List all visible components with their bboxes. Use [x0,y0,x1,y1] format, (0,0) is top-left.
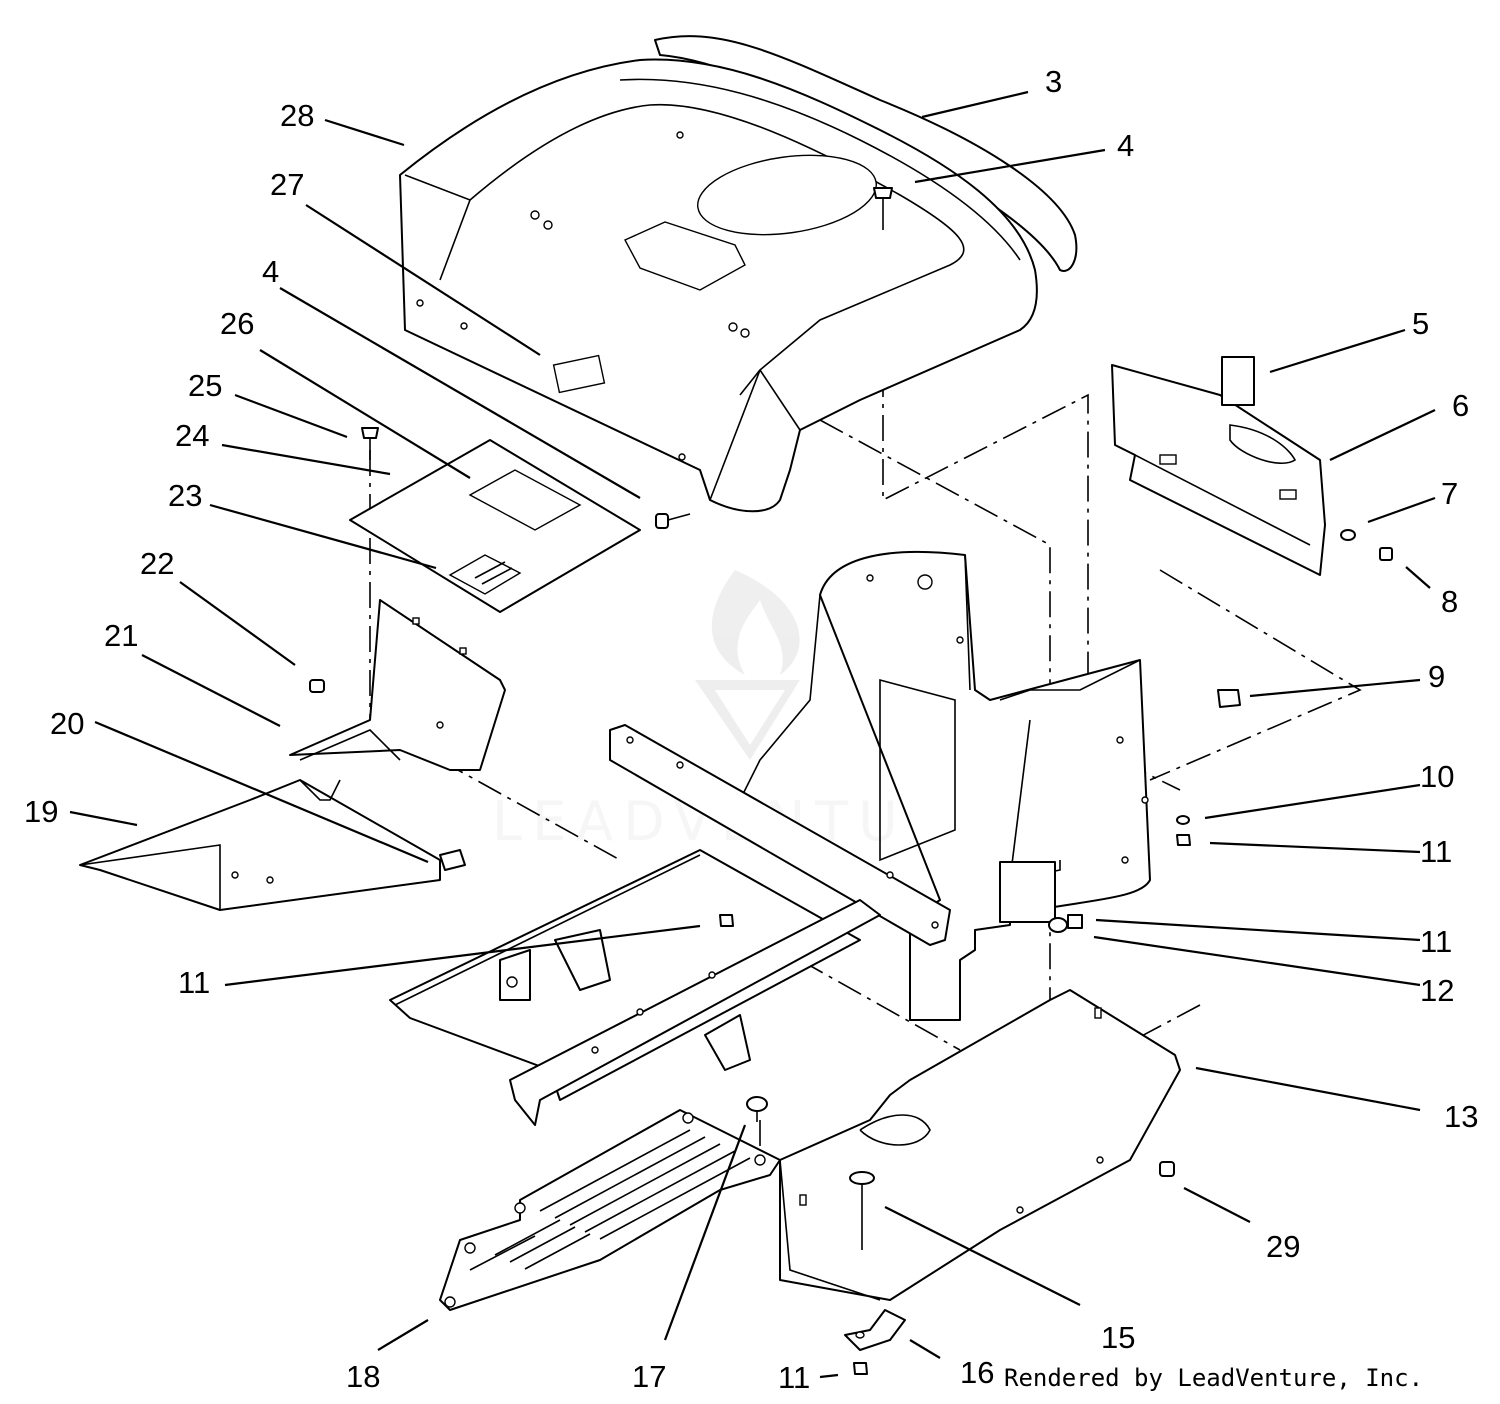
part-20-clip [439,849,466,871]
callout-22: 22 [140,546,174,581]
part-5-decal [1221,356,1255,406]
part-17-push-plug [746,1096,768,1122]
part-7-washer [1340,529,1356,541]
render-credit: Rendered by LeadVenture, Inc. [1004,1364,1424,1392]
callout-4-top: 4 [1117,128,1134,163]
leader-lines [69,90,1436,1379]
callout-20: 20 [50,706,84,741]
part-28-hood [399,58,1038,513]
part-11-nut-center [719,914,734,927]
callout-11-frame: 11 [1420,924,1452,959]
part-29-bolt [1159,1161,1175,1177]
part-10-washer [1176,815,1190,825]
part-6-dash-panel [1111,364,1326,576]
frame-rail-lower [509,899,881,1126]
part-21-left-bracket [289,599,506,771]
callout-5: 5 [1412,306,1429,341]
callout-27: 27 [270,167,304,202]
part-26-panel-plate [349,439,641,613]
callout-19: 19 [24,794,58,829]
part-19-left-footrest [79,779,441,911]
callout-4-left: 4 [262,254,279,289]
callout-7: 7 [1441,476,1458,511]
part-22-bolt [309,679,325,693]
frame-cross-member [609,724,951,946]
callout-11-bottom: 11 [778,1360,810,1395]
part-11-nut-right [1176,834,1191,846]
callout-21: 21 [104,618,138,653]
part-4-bolt-side [655,513,691,529]
part-9-clip [1217,689,1241,708]
part-11-nut-bottom [853,1362,868,1375]
callout-11-right: 11 [1420,834,1452,869]
callout-18: 18 [346,1359,380,1394]
callout-11-center: 11 [178,965,210,1000]
callout-8: 8 [1441,584,1458,619]
part-4-bolt-upper [873,187,893,230]
callout-17: 17 [632,1359,666,1394]
part-15-carriage-bolt [849,1171,875,1250]
callout-16: 16 [960,1355,994,1390]
part-13-right-footrest [779,989,1181,1301]
callout-10: 10 [1420,759,1454,794]
callout-3: 3 [1045,64,1062,99]
callout-13: 13 [1444,1099,1478,1134]
callout-12: 12 [1420,973,1454,1008]
callout-28: 28 [280,98,314,133]
part-18-foot-mat [439,1109,781,1311]
callout-9: 9 [1428,659,1445,694]
callout-29: 29 [1266,1229,1300,1264]
callout-labels: 3 4 4 5 6 7 8 9 10 11 11 11 11 12 13 15 … [24,64,1478,1395]
callout-15: 15 [1101,1320,1135,1355]
part-11-nut-frame [1067,914,1083,929]
callout-23: 23 [168,478,202,513]
callout-24: 24 [175,418,209,453]
part-16-clamp [844,1309,906,1351]
frame-rail-upper [389,849,861,1101]
callout-6: 6 [1452,388,1469,423]
part-25-screw [361,427,379,460]
part-12-washer [1048,917,1068,933]
part-8-bolt [1379,547,1393,561]
frame-pedestal [739,550,1151,1021]
callout-25: 25 [188,368,222,403]
callout-26: 26 [220,306,254,341]
